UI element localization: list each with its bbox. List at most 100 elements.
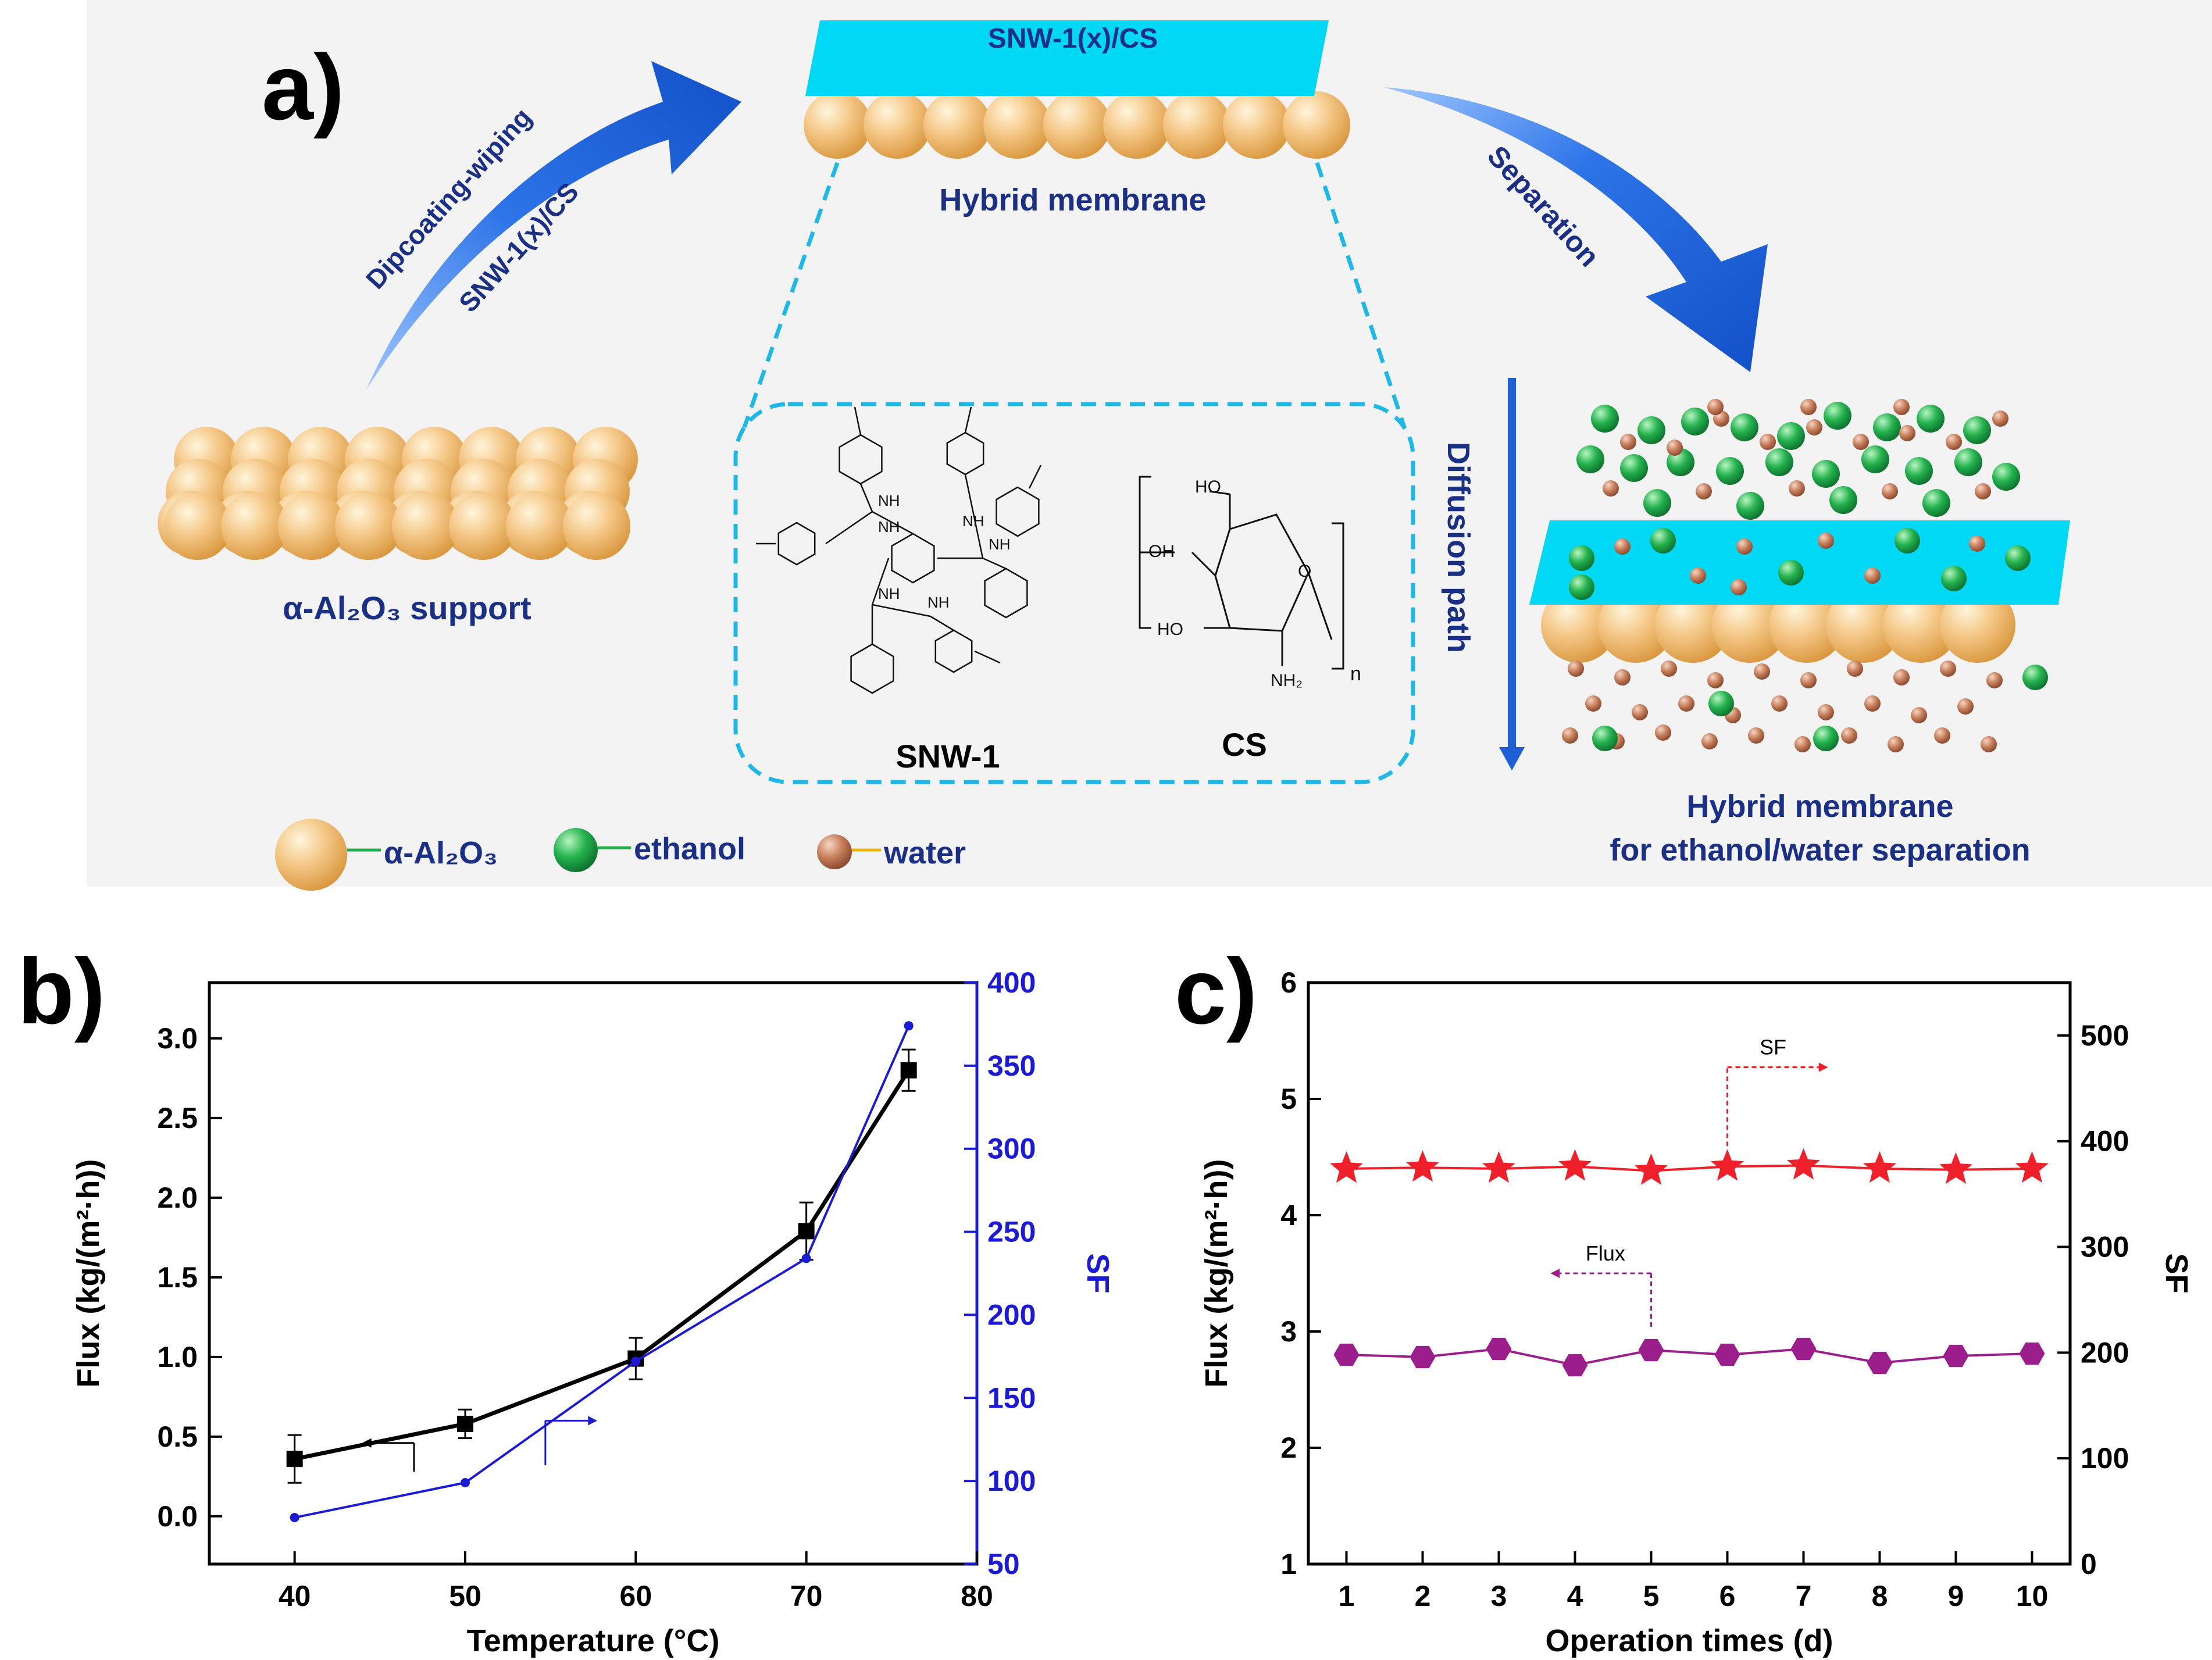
- water-molecule: [1893, 669, 1910, 686]
- y2-tick-label: 100: [2081, 1442, 2129, 1475]
- al2o3-sphere: [1223, 91, 1290, 159]
- panel-a-legend: α-Al₂O₃ ethanol water: [275, 819, 966, 891]
- data-point: [1714, 1343, 1740, 1366]
- ethanol-molecule: [1812, 460, 1840, 488]
- x-tick-label: 80: [961, 1580, 993, 1612]
- al2o3-sphere: [278, 492, 345, 560]
- y2-tick-label: 150: [987, 1381, 1036, 1414]
- y-axis-label: Flux (kg/(m²·h)): [1199, 1159, 1234, 1388]
- y-tick-label: 4: [1280, 1199, 1297, 1231]
- data-point: [1486, 1337, 1512, 1361]
- diffusion-path: Diffusion path: [1441, 378, 1525, 770]
- cs-subscript-n: n: [1350, 663, 1361, 685]
- ethanol-molecule: [2022, 665, 2048, 690]
- cs-atom-nh2: NH₂: [1271, 671, 1303, 690]
- right-axis-indicator-head: [588, 1416, 598, 1426]
- data-point: [1410, 1345, 1436, 1369]
- data-point: [1482, 1151, 1515, 1183]
- data-point: [2015, 1151, 2049, 1183]
- y2-tick-label: 500: [2081, 1019, 2129, 1052]
- water-molecule: [1789, 480, 1805, 497]
- ethanol-molecule: [1765, 448, 1793, 476]
- y-tick-label: 0.0: [157, 1500, 198, 1533]
- diffusion-label: Diffusion path: [1441, 442, 1476, 653]
- dipcoating-arrow-shape: [366, 61, 741, 390]
- cs-bond: [1307, 572, 1333, 640]
- al2o3-sphere: [335, 492, 402, 560]
- al2o3-sphere: [1283, 91, 1350, 159]
- callout-line-right: [1315, 162, 1407, 429]
- chemical-bond: [871, 558, 890, 605]
- water-molecule: [1992, 410, 2008, 427]
- y2-tick-label: 400: [987, 966, 1036, 999]
- legend-ethanol-label: ethanol: [634, 831, 745, 866]
- ethanol-molecule: [1777, 422, 1805, 450]
- data-point: [1562, 1354, 1588, 1377]
- water-molecule: [1568, 661, 1584, 677]
- ethanol-molecule: [1954, 448, 1982, 476]
- water-molecule: [1841, 727, 1857, 744]
- water-molecule: [1806, 419, 1822, 435]
- y2-tick-label: 250: [987, 1216, 1036, 1248]
- water-molecule: [1864, 567, 1881, 584]
- chemical-bond: [1028, 465, 1042, 489]
- atom-nh: NH: [927, 594, 950, 611]
- water-molecule: [1754, 663, 1770, 680]
- support-label-text: α-Al₂O₃ support: [283, 590, 531, 626]
- y2-tick-label: 300: [2081, 1231, 2129, 1263]
- structure-callout: [733, 162, 1415, 784]
- flux-indicator-head: [1550, 1269, 1560, 1278]
- series-line: [1346, 1164, 2032, 1172]
- al2o3-sphere: [1769, 587, 1844, 663]
- panel-c-label: c): [1175, 939, 1257, 1043]
- data-point: [290, 1513, 299, 1522]
- ethanol-molecule: [1813, 726, 1839, 751]
- panel-b-label: b): [17, 939, 105, 1043]
- al2o3-sphere: [923, 91, 991, 159]
- data-point: [1333, 1343, 1360, 1366]
- data-point: [457, 1415, 473, 1432]
- y2-tick-label: 300: [987, 1133, 1036, 1165]
- data-point: [461, 1478, 470, 1487]
- chemical-bond: [964, 474, 984, 559]
- data-point: [631, 1356, 641, 1366]
- water-molecule: [1707, 672, 1724, 688]
- water-molecule: [1667, 440, 1683, 456]
- ethanol-molecule: [1576, 445, 1604, 473]
- ethanol-molecule: [1873, 413, 1901, 441]
- series-line: [1346, 1347, 2032, 1367]
- ethanol-molecule: [1569, 545, 1594, 571]
- water-molecule: [1946, 434, 1962, 450]
- x-tick-label: 40: [279, 1580, 311, 1612]
- ethanol-molecule: [1716, 457, 1744, 485]
- y-tick-label: 3.0: [157, 1022, 198, 1055]
- ethanol-molecule: [1591, 405, 1619, 433]
- water-molecule: [1748, 727, 1764, 744]
- ethanol-molecule: [1643, 489, 1671, 517]
- data-point: [1867, 1351, 1893, 1375]
- x-tick-label: 3: [1491, 1580, 1507, 1612]
- result-label-2: for ethanol/water separation: [1610, 833, 2030, 868]
- al2o3-sphere: [392, 492, 459, 560]
- al2o3-sphere: [1940, 587, 2015, 663]
- x-tick-label: 60: [620, 1580, 652, 1612]
- data-point: [2019, 1342, 2045, 1365]
- atom-nh: NH: [878, 585, 900, 602]
- chemical-bond: [964, 406, 972, 433]
- al2o3-sphere: [1541, 587, 1617, 663]
- ethanol-molecule: [1681, 408, 1709, 435]
- cs-atom-oh: OH: [1148, 542, 1175, 561]
- water-molecule: [1655, 724, 1671, 741]
- data-point: [798, 1223, 815, 1240]
- data-point: [1330, 1151, 1363, 1183]
- al2o3-sphere: [804, 91, 871, 159]
- x-tick-label: 70: [790, 1580, 823, 1612]
- panel-a-label: a): [262, 35, 344, 139]
- atom-nh: NH: [878, 518, 900, 536]
- water-molecule: [1620, 434, 1636, 450]
- y2-tick-label: 200: [2081, 1336, 2129, 1369]
